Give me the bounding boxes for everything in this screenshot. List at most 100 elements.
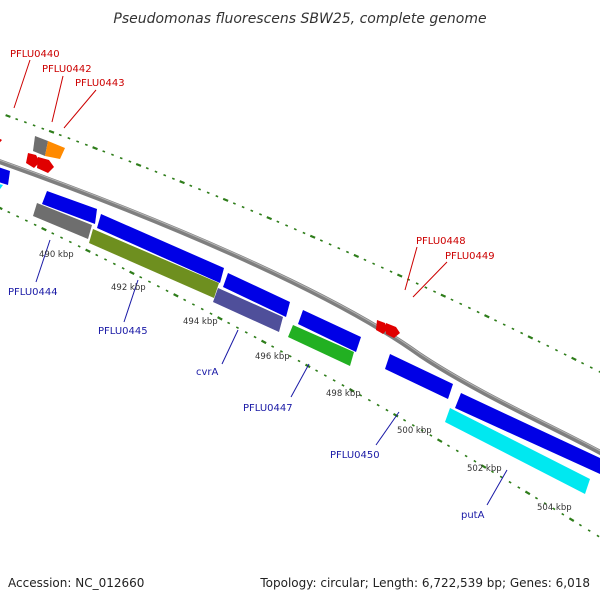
tick-mark	[459, 302, 463, 306]
tick-mark	[520, 331, 524, 335]
tick-mark	[302, 231, 306, 235]
tick-mark	[385, 408, 389, 412]
tick-mark	[23, 121, 27, 124]
scale-label: 498 kbp	[326, 389, 361, 399]
gene-label-cvra: cvrA	[196, 367, 219, 378]
tick-mark	[563, 353, 567, 356]
tick-mark	[578, 523, 582, 527]
feature-cvra	[213, 288, 283, 332]
tick-mark	[392, 412, 399, 418]
tick-mark	[163, 173, 167, 177]
tick-mark	[244, 331, 248, 334]
feature-pflu0444-blue	[42, 191, 97, 224]
tick-mark	[502, 323, 506, 326]
genome-backbone	[0, 159, 600, 456]
tick-mark	[58, 133, 62, 137]
tick-mark	[568, 517, 575, 522]
tick-mark	[415, 282, 419, 285]
tick-mark	[323, 374, 327, 377]
tick-mark	[154, 170, 158, 173]
tick-mark	[363, 258, 367, 262]
tick-mark	[145, 167, 149, 170]
tick-mark	[494, 319, 498, 322]
scale-label: 504 kbp	[537, 503, 572, 513]
tick-mark	[380, 266, 384, 269]
tick-mark	[15, 117, 19, 121]
tick-mark	[537, 340, 541, 343]
gene-label-puta: putA	[461, 510, 485, 521]
tick-mark	[517, 486, 521, 489]
tick-mark	[189, 184, 193, 187]
tick-mark	[332, 379, 336, 382]
tick-mark	[543, 502, 547, 505]
tick-mark	[183, 298, 187, 302]
tick-mark	[179, 180, 185, 185]
feature-pflu0450	[385, 354, 453, 399]
tick-mark	[279, 350, 283, 353]
tick-mark	[511, 327, 515, 331]
tick-mark	[258, 213, 263, 216]
tick-mark	[372, 262, 376, 266]
tick-mark	[222, 197, 229, 202]
feature-cvra-blue	[223, 273, 290, 317]
tick-mark	[424, 286, 428, 289]
scale-label: 492 kbp	[111, 283, 146, 293]
tick-mark	[121, 266, 125, 270]
tick-mark	[102, 150, 106, 153]
tick-mark	[266, 216, 273, 221]
tick-mark	[206, 191, 210, 194]
scale-labels: 490 kbp 492 kbp 494 kbp 496 kbp 498 kbp …	[39, 250, 572, 513]
tick-mark	[16, 215, 20, 218]
tick-mark	[33, 223, 37, 227]
scale-label: 502 kbp	[467, 464, 502, 474]
tick-mark	[112, 262, 116, 266]
tick-mark	[253, 335, 257, 339]
tick-mark	[309, 234, 316, 239]
gene-label-pflu0445: PFLU0445	[98, 326, 148, 337]
tick-mark	[200, 307, 204, 311]
tick-mark	[85, 248, 91, 253]
feature-left-blue	[0, 167, 10, 185]
tick-mark	[41, 227, 47, 232]
tick-mark	[119, 156, 123, 160]
feature-puta-blue	[455, 393, 600, 474]
tick-mark	[490, 470, 495, 474]
tick-mark	[217, 316, 223, 321]
tick-mark	[147, 280, 152, 284]
scale-label: 500 kbp	[397, 426, 432, 436]
tick-mark	[297, 359, 301, 363]
tick-mark	[359, 393, 363, 397]
tick-mark	[534, 496, 538, 500]
tick-mark	[328, 243, 332, 246]
tick-mark	[446, 444, 451, 448]
tick-mark	[527, 335, 534, 340]
tick-mark	[353, 253, 360, 259]
tick-mark	[484, 314, 490, 319]
tick-mark	[260, 339, 267, 345]
map-title: Pseudomonas fluorescens SBW25, complete …	[113, 11, 486, 27]
feature-pflu0443	[26, 153, 54, 173]
tick-mark	[420, 429, 424, 432]
gene-label-pflu0449: PFLU0449	[445, 251, 495, 262]
scale-label: 496 kbp	[255, 352, 290, 362]
tick-mark	[473, 459, 477, 463]
tick-mark	[450, 298, 454, 302]
gene-label-pflu0447: PFLU0447	[243, 403, 293, 414]
gene-label-pflu0448: PFLU0448	[416, 236, 466, 247]
tick-mark	[67, 137, 71, 140]
feature-puta	[445, 408, 590, 494]
tick-mark	[128, 160, 132, 163]
tick-mark	[235, 326, 239, 330]
tick-mark	[135, 162, 142, 167]
tick-mark	[7, 210, 11, 214]
tick-mark	[464, 454, 468, 458]
feature-pflu0442	[33, 136, 65, 159]
tick-mark	[552, 507, 556, 511]
tick-mark	[51, 232, 55, 235]
tick-mark	[455, 449, 459, 453]
genome-summary-text: Topology: circular; Length: 6,722,539 bp…	[259, 576, 590, 590]
tick-mark	[48, 129, 55, 134]
tick-mark	[41, 127, 45, 130]
tick-mark	[315, 369, 319, 373]
